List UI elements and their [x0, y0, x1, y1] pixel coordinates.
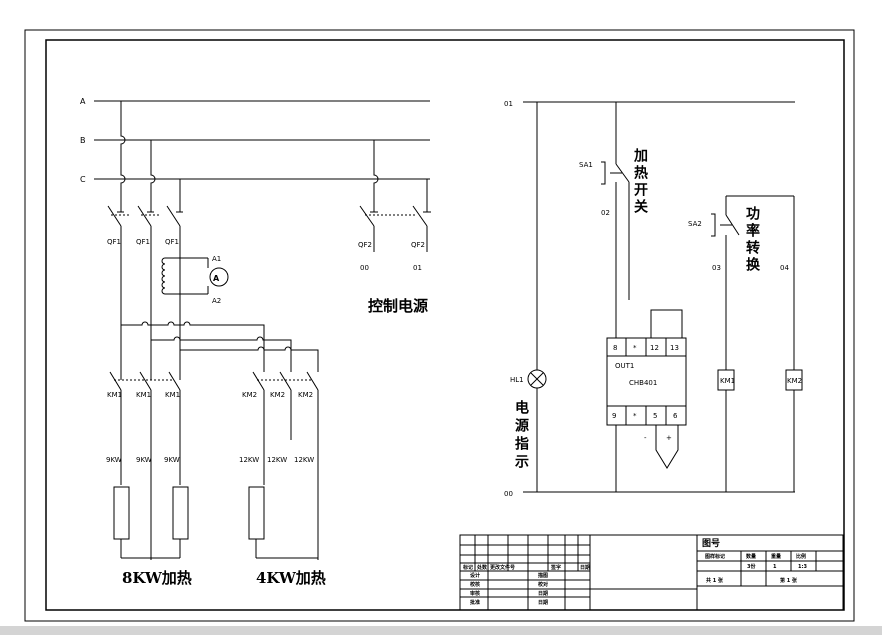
terminal-star-top: *	[633, 344, 637, 352]
heater-resistor-2	[172, 486, 189, 540]
qf1-label-b: QF1	[136, 238, 150, 246]
tb-value-1: 1	[773, 564, 777, 570]
terminal-star-bottom: *	[633, 412, 637, 420]
qf1-label-a: QF1	[107, 238, 121, 246]
role-design: 设计	[470, 572, 480, 579]
terminal-9: 9	[612, 412, 616, 420]
feeder-b	[150, 140, 156, 212]
control-feeder-1	[373, 140, 379, 212]
control-out-00: 00	[360, 264, 369, 272]
caption-8kw-heat: 8KW加热	[122, 569, 192, 587]
bus-label-c: C	[80, 175, 86, 184]
feeder-a	[120, 101, 126, 212]
control-line-01: 01	[504, 100, 513, 108]
ammeter-glyph: A	[213, 274, 220, 283]
bus-label-a: A	[80, 97, 86, 106]
role-check: 校核	[470, 581, 480, 588]
rev-header-0: 标记	[462, 564, 473, 571]
heater-resistor-1	[113, 486, 130, 540]
sa2-label: SA2	[688, 220, 702, 228]
terminal-12: 12	[650, 344, 659, 352]
controller-model: CHB401	[629, 379, 657, 387]
window-bottom-strip	[0, 626, 882, 635]
rating-12kw-a: 12KW	[239, 456, 259, 464]
outer-frame	[24, 29, 855, 622]
qf2-label-2: QF2	[411, 241, 425, 249]
current-transformer	[161, 257, 180, 295]
ammeter-a2: A2	[212, 297, 221, 305]
indicator-lamp-hl1	[527, 369, 547, 389]
heater-resistor-3	[248, 486, 265, 540]
probe-minus: -	[644, 434, 647, 442]
cross-wire-1	[121, 321, 265, 357]
terminal-8: 8	[613, 344, 617, 352]
power-indicator-caption: 电源指示	[513, 399, 529, 472]
tb-header-2: 重量	[771, 553, 781, 560]
rev-header-3: 签字	[550, 564, 561, 571]
km2-label-b: KM2	[270, 391, 285, 399]
km2-label-a: KM2	[242, 391, 257, 399]
rating-12kw-b: 12KW	[267, 456, 287, 464]
terminal-6: 6	[673, 412, 678, 420]
rev-header-2: 更改文件号	[490, 564, 515, 571]
caption-control-power: 控制电源	[368, 297, 428, 315]
rev-header-4: 日期	[580, 564, 590, 571]
tb-date-1: 校对	[538, 581, 548, 588]
rating-12kw-c: 12KW	[294, 456, 314, 464]
km1-label-b: KM1	[136, 391, 151, 399]
controller-name: OUT1	[615, 362, 634, 370]
tb-date-3: 日期	[538, 599, 548, 606]
wire-02-label: 02	[601, 209, 610, 217]
control-line-00: 00	[504, 490, 513, 498]
cross-wire-2	[151, 336, 292, 357]
tb-header-3: 比例	[796, 553, 806, 560]
caption-4kw-heat: 4KW加热	[256, 569, 326, 587]
rating-9kw-c: 9KW	[164, 456, 180, 464]
qf2-label-1: QF2	[358, 241, 372, 249]
coil-km2	[785, 369, 803, 391]
qf1-label-c: QF1	[165, 238, 179, 246]
km1-label-a: KM1	[107, 391, 122, 399]
km2-label-c: KM2	[298, 391, 313, 399]
bus-label-b: B	[80, 136, 86, 145]
terminal-13: 13	[670, 344, 679, 352]
rating-9kw-b: 9KW	[136, 456, 152, 464]
km1-coil-label: KM1	[720, 377, 735, 385]
km2-coil-label: KM2	[787, 377, 802, 385]
drawing-number-label: 图号	[702, 538, 720, 549]
tb-date-0: 描图	[537, 572, 548, 579]
tb-sheet-no: 第 1 张	[780, 577, 798, 584]
sa1-label: SA1	[579, 161, 593, 169]
tb-value-0: 3份	[747, 563, 756, 570]
inner-frame	[45, 39, 845, 611]
tb-header-1: 数量	[746, 553, 756, 560]
ammeter-symbol	[209, 267, 229, 287]
thermocouple-probe	[655, 425, 679, 469]
control-out-01: 01	[413, 264, 422, 272]
tb-value-2: 1:3	[798, 564, 807, 570]
wire-04-label: 04	[780, 264, 789, 272]
tb-sheet-total: 共 1 张	[706, 577, 724, 584]
tb-header-0: 图样标记	[705, 553, 725, 560]
wire-03-label: 03	[712, 264, 721, 272]
coil-km1	[717, 369, 735, 391]
ammeter-a1: A1	[212, 255, 221, 263]
tb-date-2: 日期	[538, 590, 548, 597]
rev-header-1: 处数	[476, 564, 488, 571]
hl1-label: HL1	[510, 376, 524, 384]
power-switch-caption: 功率转换	[744, 206, 760, 274]
role-review: 审核	[470, 590, 480, 597]
cross-wire-3	[179, 325, 319, 357]
role-approve: 批准	[470, 599, 480, 606]
heat-switch-caption: 加热开关	[632, 148, 649, 216]
probe-plus: +	[666, 434, 672, 442]
km1-label-c: KM1	[165, 391, 180, 399]
terminal-5: 5	[653, 412, 657, 420]
rating-9kw-a: 9KW	[106, 456, 122, 464]
title-block	[459, 534, 844, 611]
